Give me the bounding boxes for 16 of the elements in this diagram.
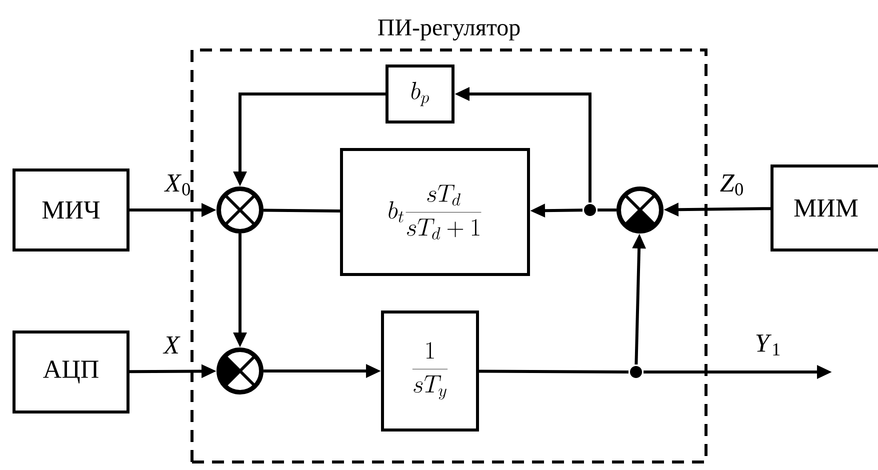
signal-label: X — [162, 336, 180, 354]
signal-label: Z$_{0}$ — [720, 174, 743, 196]
junction-dot — [630, 366, 642, 378]
transfer-function-box: $b_p$ — [386, 64, 454, 124]
process-box: МИМ — [770, 164, 878, 252]
transfer-function-box: $b_t \frac{sT_d}{sT_d+1}$ — [340, 148, 530, 276]
process-box: АЦП — [12, 330, 130, 414]
signal-label: X$_{0}$ — [164, 174, 190, 196]
summing-junction — [216, 347, 264, 394]
node-label: ПИ-регулятор — [378, 20, 520, 40]
junction-dot — [584, 204, 596, 216]
process-box: МИЧ — [12, 168, 130, 252]
signal-label: Y$_{1}$ — [756, 334, 780, 356]
transfer-function-box: $\frac{1}{sT_y}$ — [381, 310, 479, 432]
summing-junction — [616, 186, 664, 234]
summing-junction — [216, 186, 264, 234]
